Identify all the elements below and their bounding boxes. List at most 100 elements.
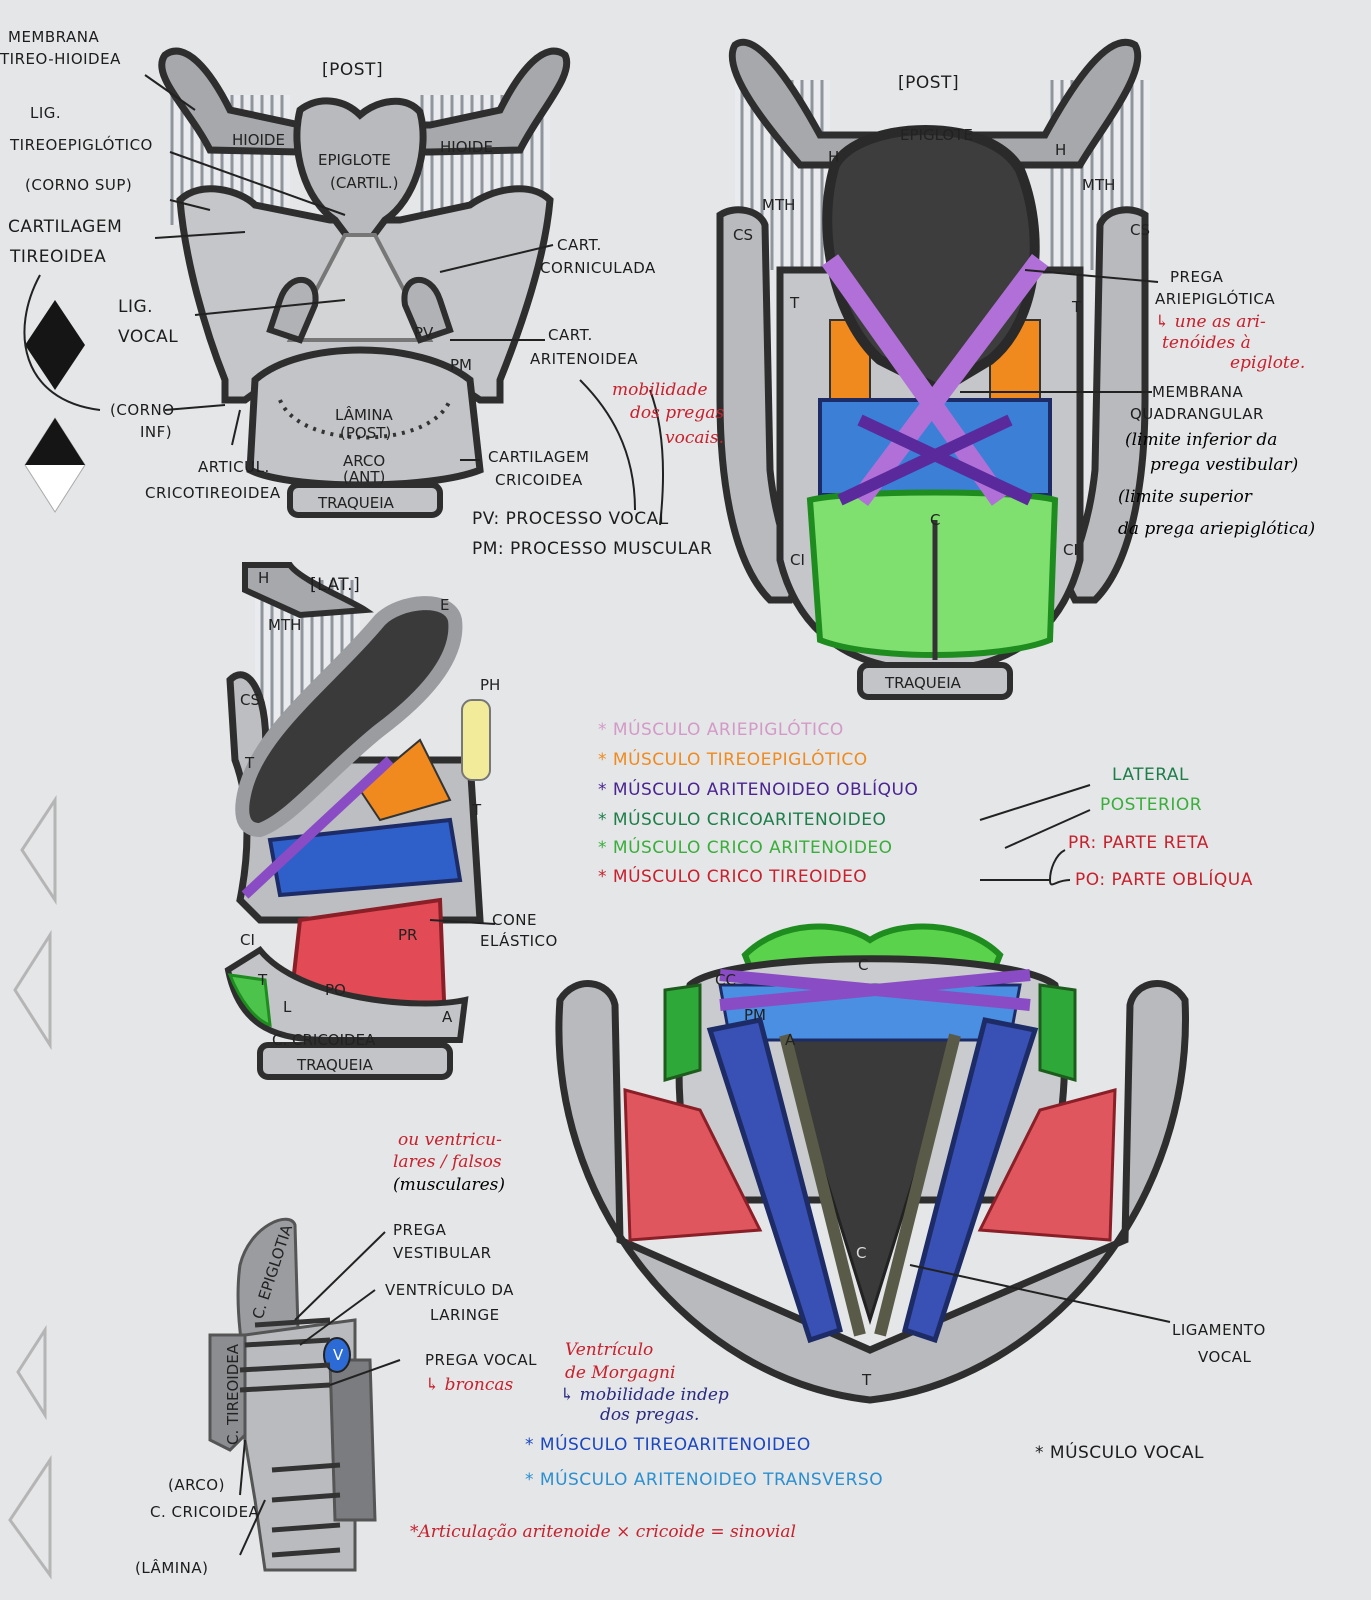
lat-inner-mth: MTH [268,616,301,634]
posterior-view-right [716,38,1150,700]
cricoid-dotted [278,399,452,440]
inner-lamina-post: (POST) [340,424,391,442]
oblique-purple-4 [837,414,1013,506]
inner-epiglote: EPIGLOTE [318,151,391,169]
lat-inner-t3: T [257,971,268,989]
inner-c-r: C [930,511,940,529]
trachea-r [857,662,1013,700]
label-prega-vest-2: VESTIBULAR [393,1244,492,1262]
cor-ring-1 [271,1462,341,1473]
label-tireoepiglotico: TIREOEPIGLÓTICO [9,135,153,154]
label-tireo-hioidea: TIREO-HIOIDEA [0,50,121,68]
inner-pv: PV [414,324,434,342]
inner-arco: ARCO [343,452,385,470]
lat-inner-t: T [244,754,255,772]
label-broncas: ↳ broncas [425,1375,513,1395]
arytenoid-left [266,277,319,344]
sup-blue-right [901,1017,1039,1344]
half-diamond-fill [25,418,85,465]
inner-h-l: H [828,148,839,166]
oblique-purple-3 [857,414,1033,506]
view-label-post-right: [POST] [898,73,959,93]
legend: * MÚSCULO ARIEPIGLÓTICO * MÚSCULO TIREOE… [598,718,1252,890]
sup-vocal-l [779,1033,866,1337]
lat-inner-cs: CS [240,691,260,709]
label-aritenoidea: ARITENOIDEA [530,350,638,368]
label-morg-2: de Morgagni [565,1363,675,1383]
oblique-purple-2 [852,254,1048,506]
inner-arco-ant: (ANT) [343,468,385,486]
superior-view [555,923,1189,1404]
outline-diamond [16,1324,47,1421]
black-diamond [25,300,85,390]
label-cart-corn-1: CART. [557,236,602,254]
margin-shapes [8,300,86,1580]
label-morg-1: Ventrículo [565,1340,653,1360]
label-lim-sup-2: da prega ariepiglótica) [1118,519,1315,539]
lat-inner-e: E [440,596,449,614]
lat-cricoid [224,946,469,1043]
cor-ring-3 [271,1522,341,1533]
cor-ventricle [323,1337,351,1373]
sup-inner-t: T [861,1371,872,1389]
view-label-lat: [LAT.] [310,575,360,595]
lat-inner-ci: CI [240,931,255,949]
epiglottis [293,97,427,244]
legend-posterior: POSTERIOR [1100,795,1202,815]
label-ou-ventric-2: lares / falsos [393,1152,502,1172]
label-morg-3: ↳ mobilidade indep [560,1385,729,1405]
legend-pr: PR: PARTE RETA [1068,833,1209,853]
label-quadrangular: QUADRANGULAR [1130,405,1264,423]
lat-inner-a: A [442,1008,453,1026]
label-membrana: MEMBRANA [8,28,99,46]
label-c-cricoidea: C. CRICOIDEA [150,1503,260,1521]
inner-hioide-l: HIOIDE [232,131,285,149]
label-arco: (ARCO) [168,1476,225,1494]
oblique-purple-1 [821,254,1009,506]
label-elastico: ELÁSTICO [480,931,558,950]
label-corno-sup: (CORNO SUP) [25,176,132,194]
label-cone: CONE [492,911,537,929]
sup-inner-c-mid: C [856,1244,866,1262]
inner-cartil: (CARTIL.) [330,174,398,192]
leader-lines [23,74,1171,1556]
coronal-view [208,1217,377,1572]
note-tireoaritenoideo: * MÚSCULO TIREOARITENOIDEO [525,1433,811,1455]
label-corniculada: CORNICULADA [540,259,656,277]
label-morg-4: dos pregas. [600,1405,699,1425]
label-cricoidea: CRICOIDEA [495,471,583,489]
label-cartilagem: CARTILAGEM [8,217,122,237]
label-prega-vocal: PREGA VOCAL [425,1351,537,1369]
sup-purple-2 [719,969,1031,1011]
lat-inner-t2: T [471,801,482,819]
cor-ring-2 [271,1492,341,1503]
sup-red-left [623,1088,763,1242]
cor-fold-2 [244,1337,331,1348]
label-ou-ventric-3: (musculares) [393,1175,505,1195]
inner-mth-r: MTH [1082,176,1115,194]
label-prega-vest-1: PREGA [393,1221,447,1239]
outline-diamond [13,929,52,1051]
label-lig-vocal-2: VOCAL [118,327,178,347]
lat-orange [358,738,452,822]
sup-vocal-r [874,1033,961,1337]
label-cricotireoidea: CRICOTIREOIDEA [145,484,281,502]
label-corno-inf-2: INF) [140,423,172,441]
arytenoid-right [401,277,454,344]
inner-hioide-r: HIOIDE [440,138,493,156]
legend-5: * MÚSCULO CRICO ARITENOIDEO [598,836,893,858]
lat-purple [241,756,394,899]
sup-thyroid [555,980,1189,1404]
lat-yellow [461,699,491,781]
outline-diamond [20,795,57,905]
label-lamina: (LÂMINA) [135,1558,209,1577]
label-pm-def: PM: PROCESSO MUSCULAR [472,539,713,559]
sup-inner-pm: PM [744,1006,766,1024]
cor-inner-tireoidea: C. TIREOIDEA [224,1343,242,1445]
lat-inner-l: L [283,998,292,1016]
lat-blue [267,817,463,898]
lat-green [227,973,272,1028]
inner-traqueia: TRAQUEIA [317,494,395,512]
trachea-left [287,482,443,518]
